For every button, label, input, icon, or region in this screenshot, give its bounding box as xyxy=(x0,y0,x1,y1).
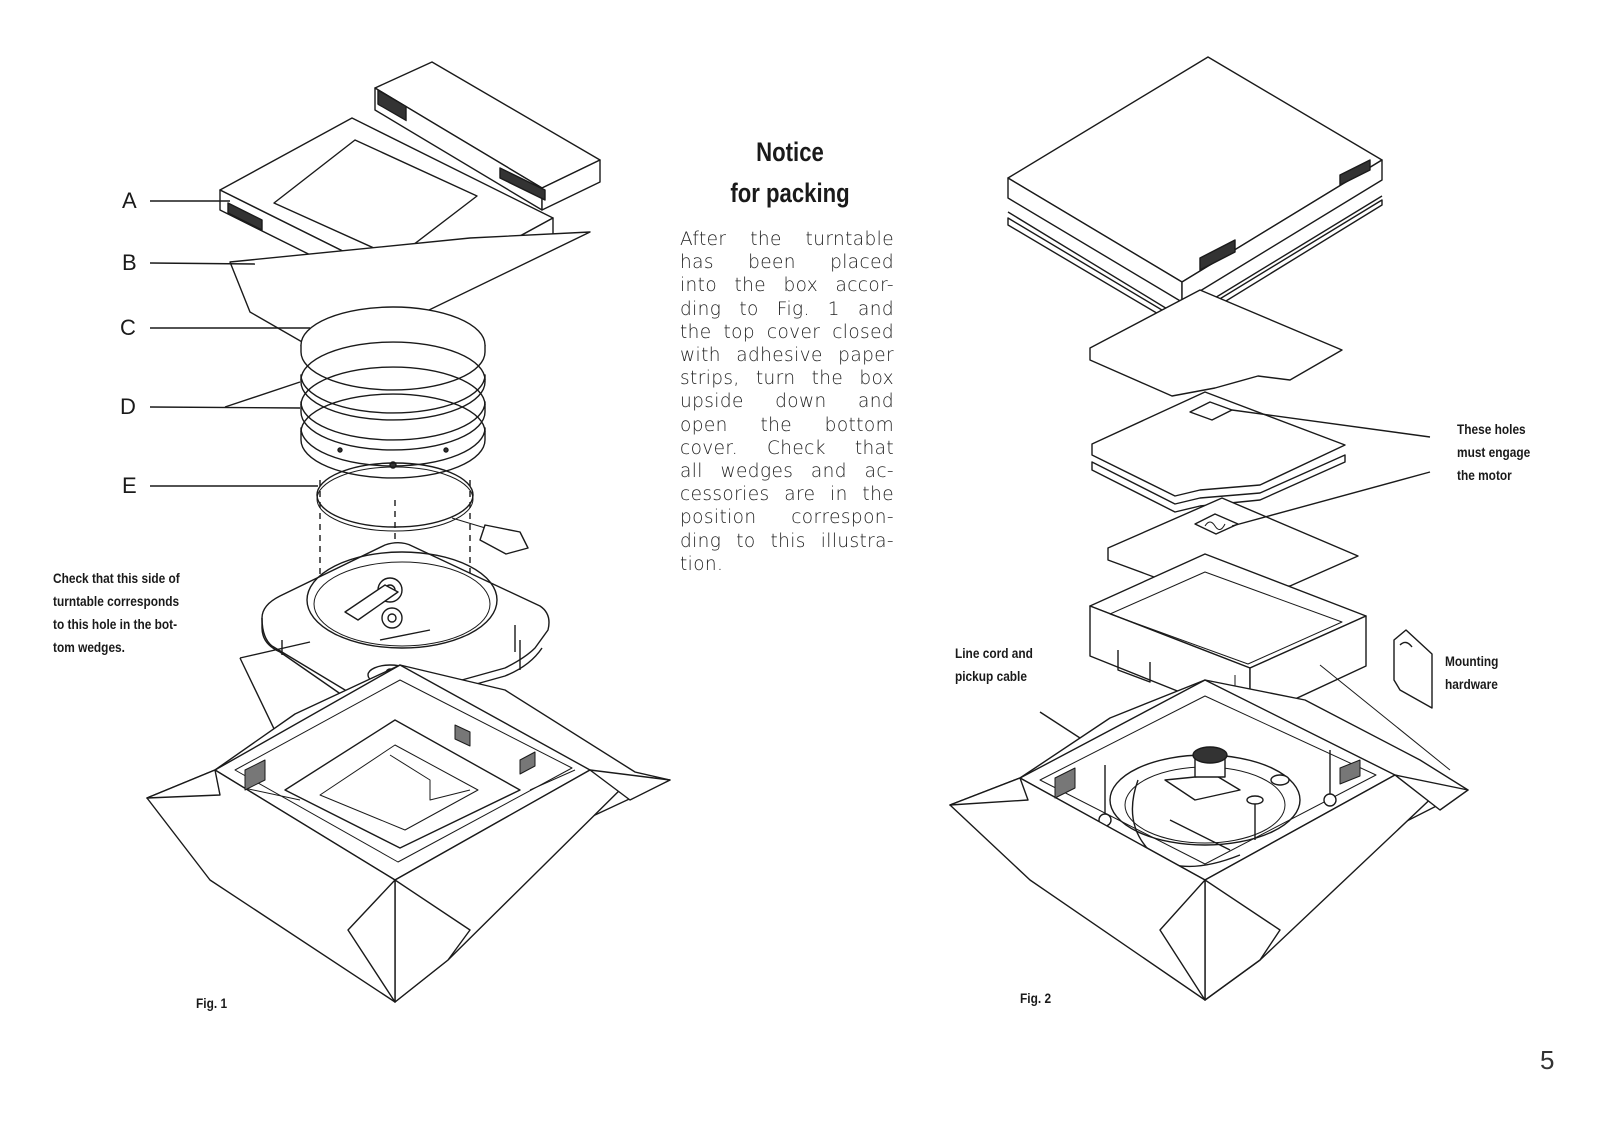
notice-body-line: ding to this illustra- xyxy=(680,530,894,552)
notice-body-line: cover. Check that xyxy=(680,437,894,459)
fig2-linecord-note-line: Line cord and xyxy=(955,646,1033,661)
fig2-wedge-sheet-2 xyxy=(1091,391,1346,513)
fig2-mounting-note-line: Mounting xyxy=(1445,654,1499,669)
notice-body-line: the top cover closed xyxy=(680,321,894,343)
fig1-label-e: E xyxy=(122,473,137,498)
fig1-check-note-line: turntable corresponds xyxy=(53,594,180,609)
notice-body-line: position correspon- xyxy=(680,507,894,529)
notice-body-line: tion. xyxy=(680,553,724,575)
fig2-mounting-bag xyxy=(1319,629,1451,771)
notice-body: After the turntable has been placed into… xyxy=(680,228,894,576)
fig1-part-e-ring xyxy=(316,462,529,555)
notice-title-line1: Notice xyxy=(756,137,824,167)
fig2-linecord-note: Line cord and pickup cable xyxy=(955,642,1033,688)
fig1-top-spacer xyxy=(374,61,601,211)
notice-title-line2: for packing xyxy=(730,178,850,208)
fig2-holes-note-line: the motor xyxy=(1457,468,1512,483)
notice-body-line: strips, turn the box xyxy=(680,368,894,390)
notice-body-line: open the bottom xyxy=(680,414,894,436)
fig2-holes-leader-2 xyxy=(1231,471,1431,527)
fig1-part-c-d-discs xyxy=(300,306,486,479)
fig1-letter-leaders xyxy=(149,200,318,487)
fig1-drawing xyxy=(146,61,671,1003)
notice-body-line: into the box accor- xyxy=(680,275,894,297)
fig2-top-cover xyxy=(1007,56,1383,329)
notice-body-line: has been placed xyxy=(680,252,894,274)
notice-body-line: upside down and xyxy=(680,391,894,413)
fig2-wedge-sheet-1 xyxy=(1089,289,1343,397)
fig2-linecord-note-line: pickup cable xyxy=(955,669,1027,684)
fig1-label-b: B xyxy=(122,250,137,275)
fig1-check-note: Check that this side of turntable corres… xyxy=(53,567,180,659)
fig2-mounting-note-line: hardware xyxy=(1445,677,1498,692)
notice-body-line: with adhesive paper xyxy=(680,345,894,367)
fig2-drawing xyxy=(949,56,1469,1001)
notice-body-line: all wedges and ac- xyxy=(680,461,894,483)
fig1-label-a: A xyxy=(122,188,137,213)
notice-body-line: ding to Fig. 1 and xyxy=(680,298,894,320)
fig2-mounting-note: Mounting hardware xyxy=(1445,650,1498,696)
fig1-label-c: C xyxy=(120,315,136,340)
fig1-label-d: D xyxy=(120,394,136,419)
notice-body-line: cessories are in the xyxy=(680,484,894,506)
fig2-holes-note-line: These holes xyxy=(1457,422,1526,437)
fig2-holes-leader-1 xyxy=(1231,409,1431,438)
fig2-holes-note: These holes must engage the motor xyxy=(1457,418,1530,487)
fig2-open-box xyxy=(949,679,1469,1001)
fig1-check-note-line: to this hole in the bot- xyxy=(53,617,178,632)
page-number: 5 xyxy=(1540,1045,1555,1075)
fig1-check-note-line: tom wedges. xyxy=(53,640,125,655)
notice-body-line: After the turntable xyxy=(680,229,894,250)
fig1-open-box xyxy=(146,664,671,1003)
fig1-check-note-line: Check that this side of xyxy=(53,571,180,586)
fig2-caption: Fig. 2 xyxy=(1020,990,1052,1006)
fig2-holes-note-line: must engage xyxy=(1457,445,1531,460)
fig1-caption: Fig. 1 xyxy=(196,995,228,1011)
